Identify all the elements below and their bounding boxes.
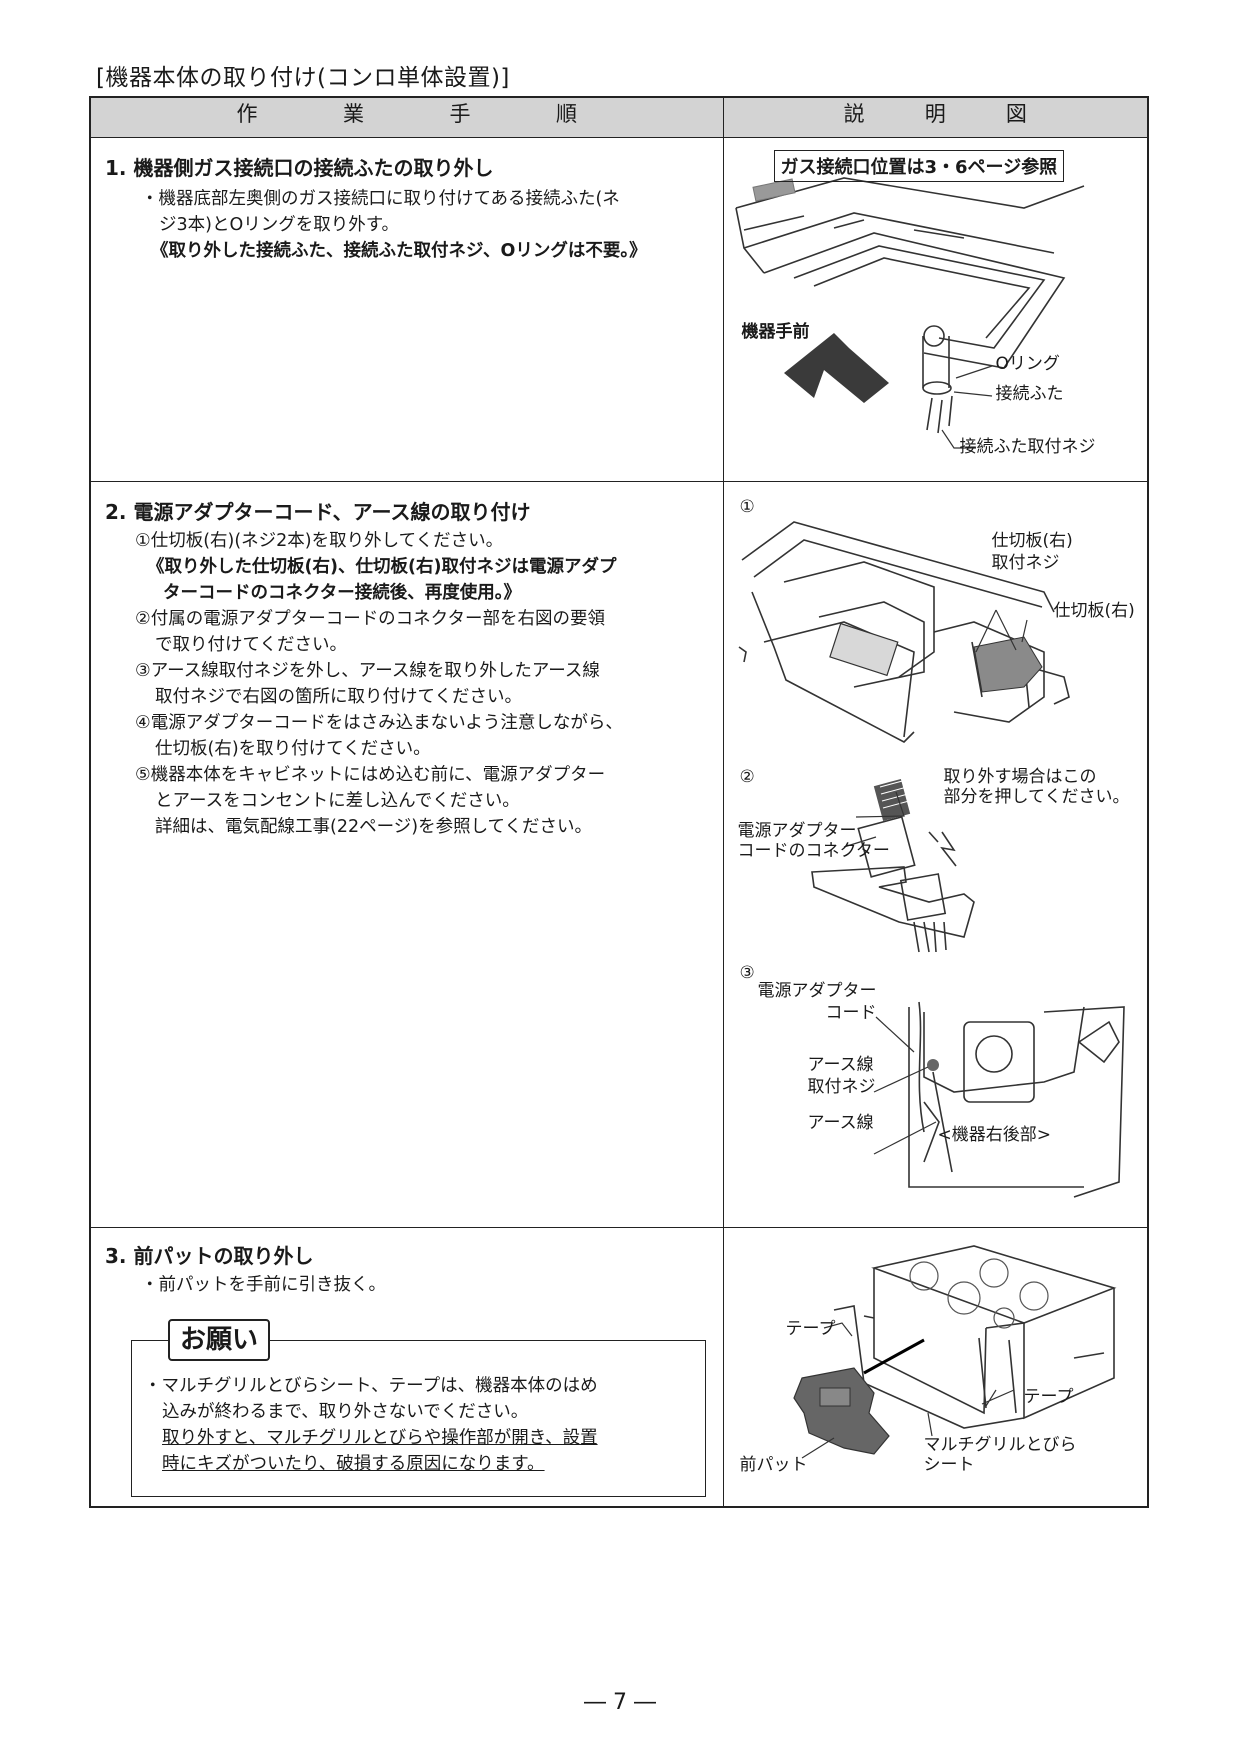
earth-screw-label-1: アース線 xyxy=(807,1055,874,1075)
front-pad-illustration xyxy=(792,1245,1116,1459)
partition-label: 仕切板(右) xyxy=(1053,601,1135,621)
earth-screw-label-2: 取付ネジ xyxy=(807,1077,876,1097)
gas-inlet-illustration xyxy=(734,177,1084,449)
cord-label-2: コード xyxy=(825,1003,877,1023)
figure3-number: ③ xyxy=(739,963,755,983)
door-sheet-label-2: シート xyxy=(923,1455,975,1475)
procedure-table: 作業 手順 説明 図 1. 機器側ガス接続口の接続ふたの取り外し ・機器底部左奥… xyxy=(89,96,1149,1508)
step2-line-5: で取り付けてください。 xyxy=(155,635,347,655)
partition-screw-label-2: 取付ネジ xyxy=(991,553,1060,573)
cover-screw-label: 接続ふた取付ネジ xyxy=(959,437,1096,457)
tape-top-label: テープ xyxy=(785,1319,836,1339)
step2-line-9: 仕切板(右)を取り付けてください。 xyxy=(155,739,431,759)
power-cord-illustration xyxy=(738,521,1125,1198)
caution-line-3: 取り外すと、マルチグリルとびらや操作部が開き、設置 xyxy=(162,1428,598,1448)
page-number: ― 7 ― xyxy=(584,1690,656,1715)
step1-bullet-2: ジ3本)とOリングを取り外す。 xyxy=(159,215,399,235)
step2-line-2: 《取り外した仕切板(右)、仕切板(右)取付ネジは電源アダプ xyxy=(147,557,617,577)
press-label-2: 部分を押してください。 xyxy=(943,787,1130,807)
earth-label: アース線 xyxy=(807,1113,874,1133)
step1-note: 《取り外した接続ふた、接続ふた取付ネジ、Oリングは不要。》 xyxy=(151,241,647,261)
step1-figure: ガス接続口位置は3・6ページ参照 機器手前 Oリング 接続ふた 接続ふた取付ネジ xyxy=(724,138,1148,481)
step3-figure: テープ テープ 前パット マルチグリルとびら シート xyxy=(724,1228,1148,1506)
connector-label-1: 電源アダプター xyxy=(737,821,857,841)
door-sheet-label-1: マルチグリルとびら xyxy=(923,1435,1077,1455)
step2-line-7: 取付ネジで右図の箇所に取り付けてください。 xyxy=(155,687,522,707)
step2-title: 2. 電源アダプターコード、アース線の取り付け xyxy=(105,500,531,524)
caution-line-1: ・マルチグリルとびらシート、テープは、機器本体のはめ xyxy=(144,1376,598,1396)
location-label: <機器右後部> xyxy=(937,1125,1052,1145)
gas-inlet-ref-box: ガス接続口位置は3・6ページ参照 xyxy=(773,150,1065,182)
section-title: [機器本体の取り付け(コンロ単体設置)] xyxy=(96,65,510,91)
step2-line-8: ④電源アダプターコードをはさみ込まないよう注意しながら、 xyxy=(135,713,623,733)
figure2-number: ② xyxy=(739,767,755,787)
step2-line-3: ターコードのコネクター接続後、再度使用。》 xyxy=(163,583,522,603)
caution-title: お願い xyxy=(168,1319,271,1361)
tape-side-label: テープ xyxy=(1023,1387,1074,1407)
front-label: 機器手前 xyxy=(741,322,810,342)
step2-line-11: とアースをコンセントに差し込んでください。 xyxy=(155,791,520,811)
step1-row: 1. 機器側ガス接続口の接続ふたの取り外し ・機器底部左奥側のガス接続口に取り付… xyxy=(89,137,1149,482)
step2-line-12: 詳細は、電気配線工事(22ページ)を参照してください。 xyxy=(155,817,593,837)
step1-title: 1. 機器側ガス接続口の接続ふたの取り外し xyxy=(105,156,494,180)
step2-line-1: ①仕切板(右)(ネジ2本)を取り外してください。 xyxy=(135,531,504,551)
press-label-1: 取り外す場合はこの xyxy=(943,767,1097,787)
step3-bullet: ・前パットを手前に引き抜く。 xyxy=(141,1275,386,1295)
step2-line-6: ③アース線取付ネジを外し、アース線を取り外したアース線 xyxy=(135,661,600,681)
step2-line-10: ⑤機器本体をキャビネットにはめ込む前に、電源アダプター xyxy=(135,765,606,785)
cover-label: 接続ふた xyxy=(995,384,1064,404)
caution-line-4: 時にキズがついたり、破損する原因になります。 xyxy=(162,1454,545,1474)
step3-row: 3. 前パットの取り外し ・前パットを手前に引き抜く。 お願い ・マルチグリルと… xyxy=(89,1227,1149,1508)
partition-screw-label-1: 仕切板(右) xyxy=(991,531,1073,551)
cord-label-1: 電源アダプター xyxy=(757,981,877,1001)
header-illustration: 説明 図 xyxy=(722,96,1149,138)
step2-figures: ① 仕切板(右) 取付ネジ 仕切板(右) ② 取り外す場合はこの 部分を押してく… xyxy=(724,482,1148,1227)
caution-box: お願い ・マルチグリルとびらシート、テープは、機器本体のはめ 込みが終わるまで、… xyxy=(131,1319,706,1497)
figure1-number: ① xyxy=(739,497,755,517)
front-pad-label: 前パット xyxy=(739,1455,808,1475)
caution-line-2: 込みが終わるまで、取り外さないでください。 xyxy=(162,1402,529,1422)
header-procedure: 作業 手順 xyxy=(89,96,724,138)
step3-title: 3. 前パットの取り外し xyxy=(105,1244,314,1268)
step2-line-4: ②付属の電源アダプターコードのコネクター部を右図の要領 xyxy=(135,609,605,629)
step1-bullet-1: ・機器底部左奥側のガス接続口に取り付けてある接続ふた(ネ xyxy=(141,189,620,209)
step2-row: 2. 電源アダプターコード、アース線の取り付け ①仕切板(右)(ネジ2本)を取り… xyxy=(89,481,1149,1228)
o-ring-label: Oリング xyxy=(995,354,1060,374)
connector-label-2: コードのコネクター xyxy=(737,841,890,861)
